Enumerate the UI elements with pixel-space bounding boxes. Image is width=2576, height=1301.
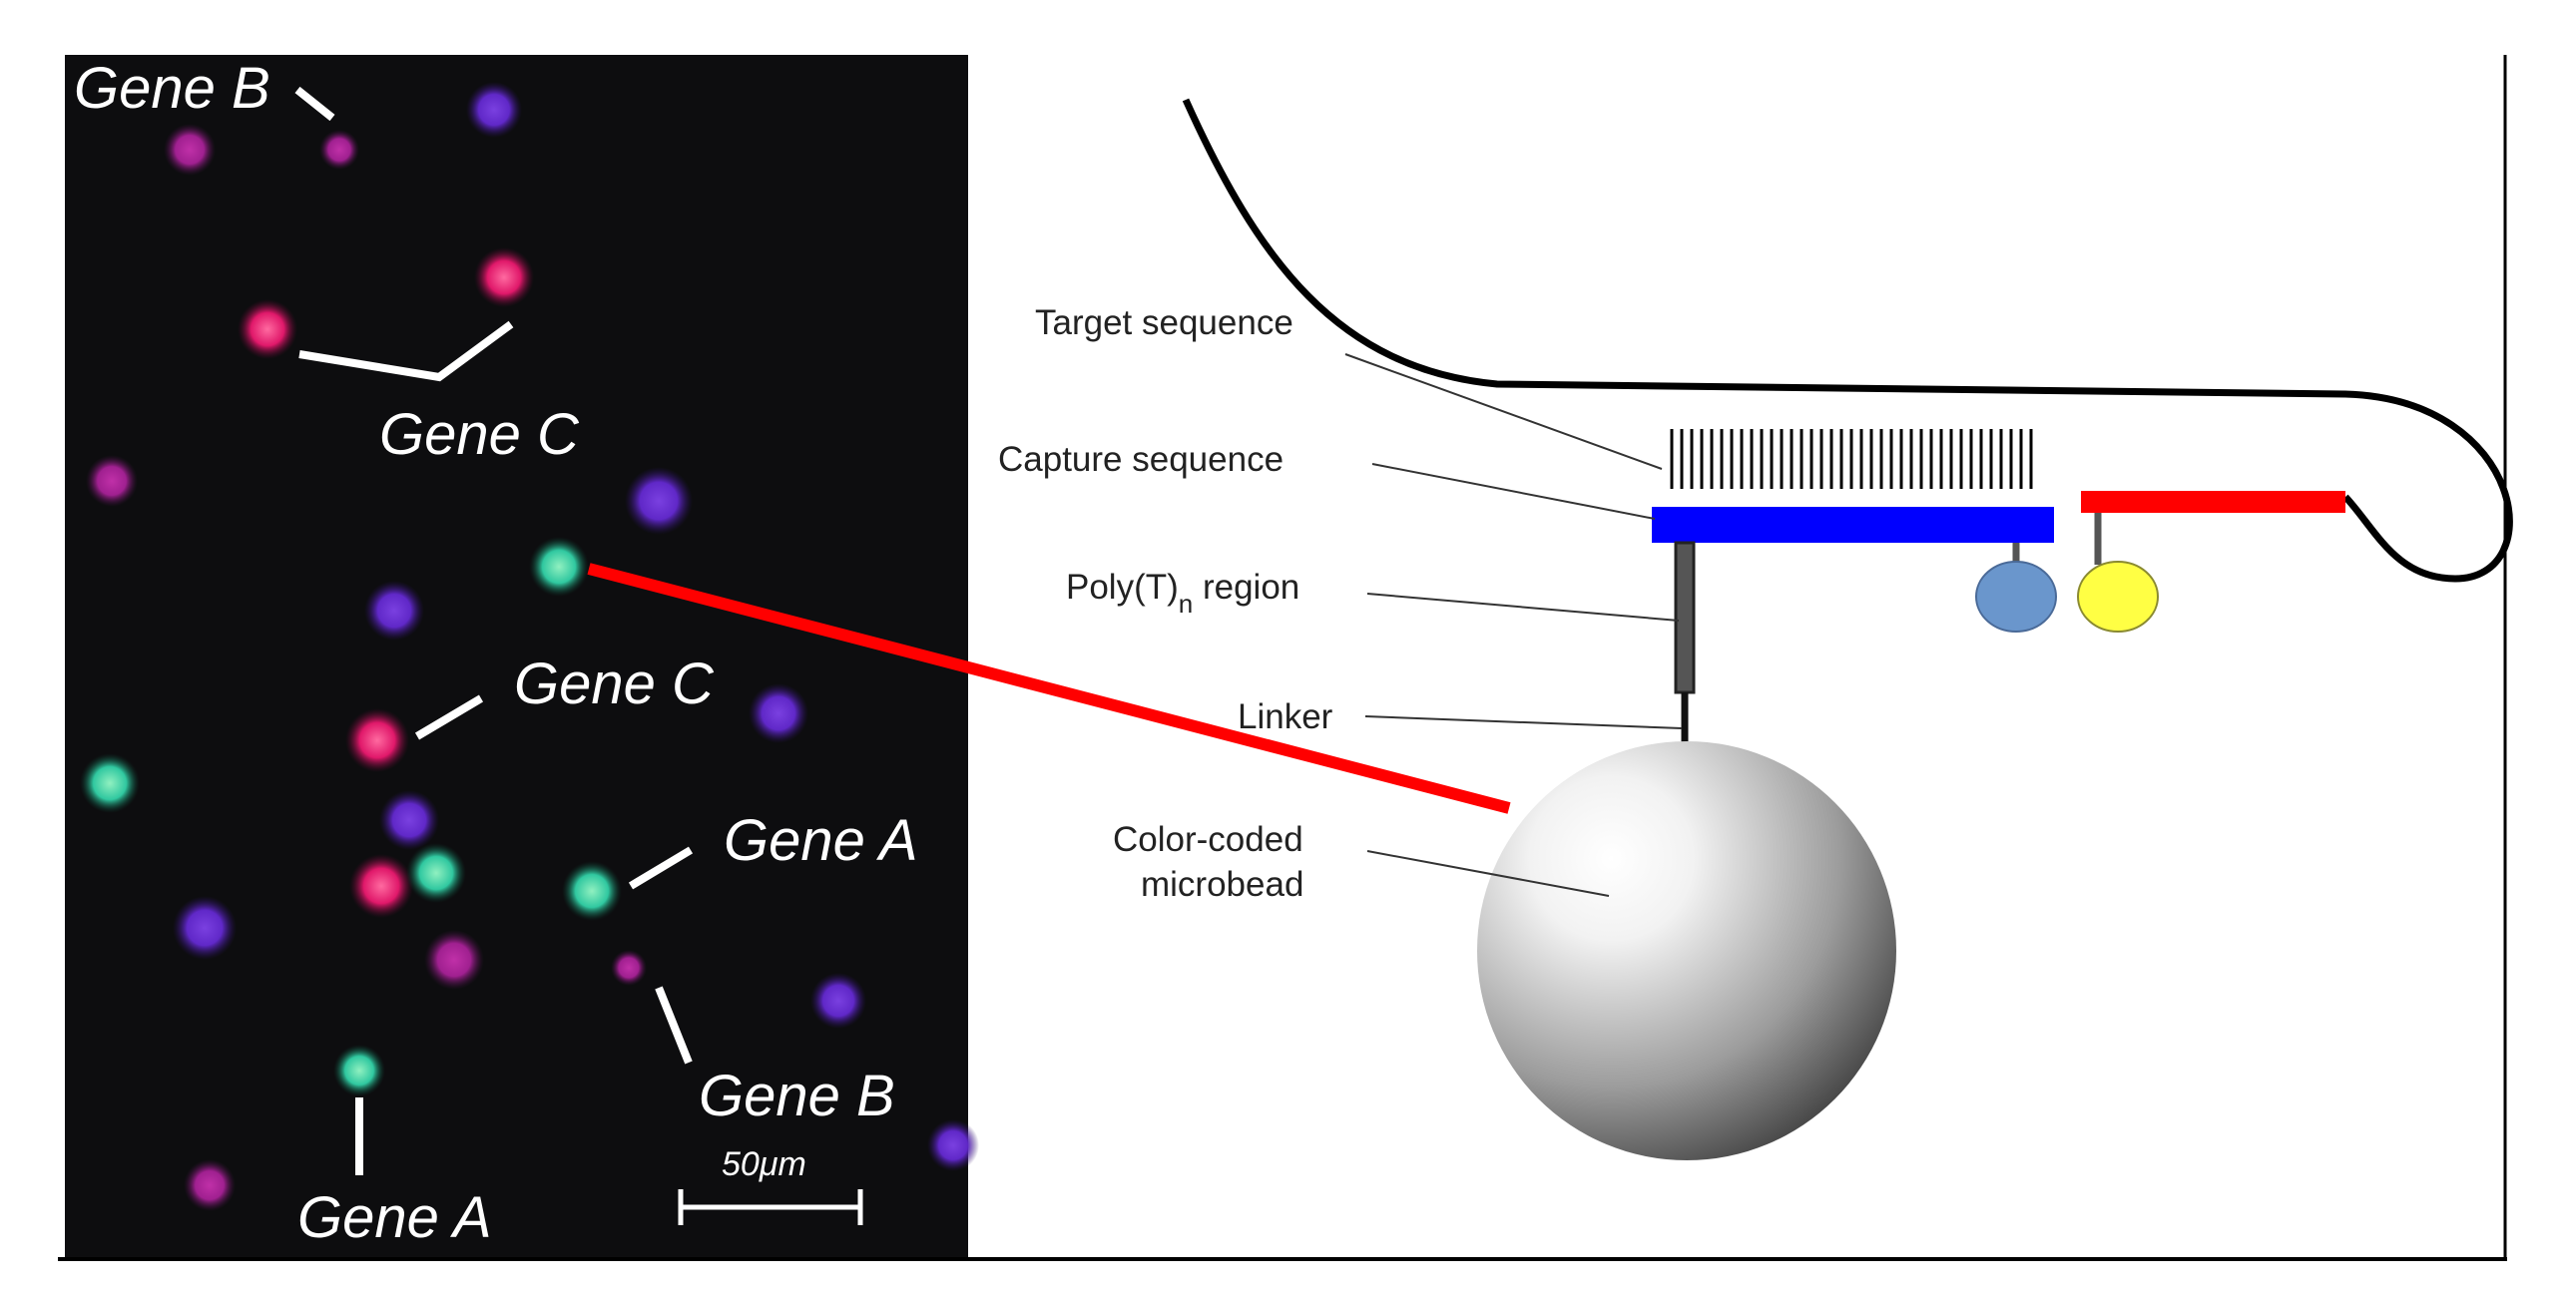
scale-bar-label: 50μm [722,1145,806,1183]
scale-bar: 50μm [678,1145,863,1225]
bead-spot [810,973,866,1029]
bead-spot [474,247,534,307]
label-gene-b-top: Gene B [74,56,270,121]
pointer-gene-c-upper [298,320,514,382]
schematic-panel: Target sequence Capture sequence Poly(T)… [58,55,2513,1261]
bead-spot [349,854,413,918]
blue-reporter-dot [1975,561,2057,633]
bead-spot [238,299,297,359]
red-connector-line [587,563,1511,814]
label-gene-b-bottom: Gene B [699,1064,895,1128]
bead-spot [184,1159,236,1211]
bead-spot [424,930,484,990]
bead-spot [86,455,138,507]
bead-spot [319,130,359,170]
bead-spot [625,467,693,535]
bead-spot [164,124,216,176]
pointer-gene-c-middle [414,694,484,740]
bead-spot [749,683,808,743]
polyt-stem [1674,541,1696,694]
bead-spots [80,82,979,1211]
bead-spot [611,950,647,986]
pointer-gene-a-right [628,846,694,890]
label-polyt-prefix: Poly(T) [1066,568,1179,607]
label-microbead-line2: microbead [1141,865,1303,904]
bead-spot [80,753,140,813]
pointer-gene-b-bottom [655,986,693,1065]
label-polyt-suffix: region [1193,568,1299,607]
bead-spot [529,537,589,597]
label-linker: Linker [1238,697,1333,736]
label-gene-a-right: Gene A [724,808,918,873]
bead-spot [927,1119,979,1171]
label-gene-c-middle: Gene C [514,651,715,716]
label-target-sequence: Target sequence [1035,303,1293,342]
microbead-sphere [1477,741,1896,1160]
label-polyt-subscript: n [1179,589,1193,619]
leader-lines [1344,353,1683,897]
gene-pointers [294,86,694,1175]
bead-spot [406,843,466,903]
label-polyt-region: Poly(T)n region [1066,568,1299,619]
yellow-reporter-dot [2077,561,2159,633]
micrograph-panel: Gene B Gene C Gene C Gene A Gene B Gene … [65,55,979,1257]
target-bar [2081,491,2345,513]
label-gene-c-upper: Gene C [379,402,580,467]
pointer-gene-b-top [294,86,335,122]
label-microbead-line1: Color-coded [1113,820,1303,859]
bead-spot [562,861,622,921]
label-capture-sequence: Capture sequence [998,440,1284,479]
bead-spot [173,896,237,960]
label-gene-a-bottom: Gene A [297,1185,492,1250]
bead-spot [466,82,522,138]
bead-spot [364,581,424,641]
bead-spot [379,790,439,850]
capture-sequence-bar [1652,507,2054,543]
bead-spot [345,708,409,772]
bead-spot [333,1045,385,1096]
target-strand [1182,98,2513,583]
capture-sequence-hatch [1670,429,2033,489]
